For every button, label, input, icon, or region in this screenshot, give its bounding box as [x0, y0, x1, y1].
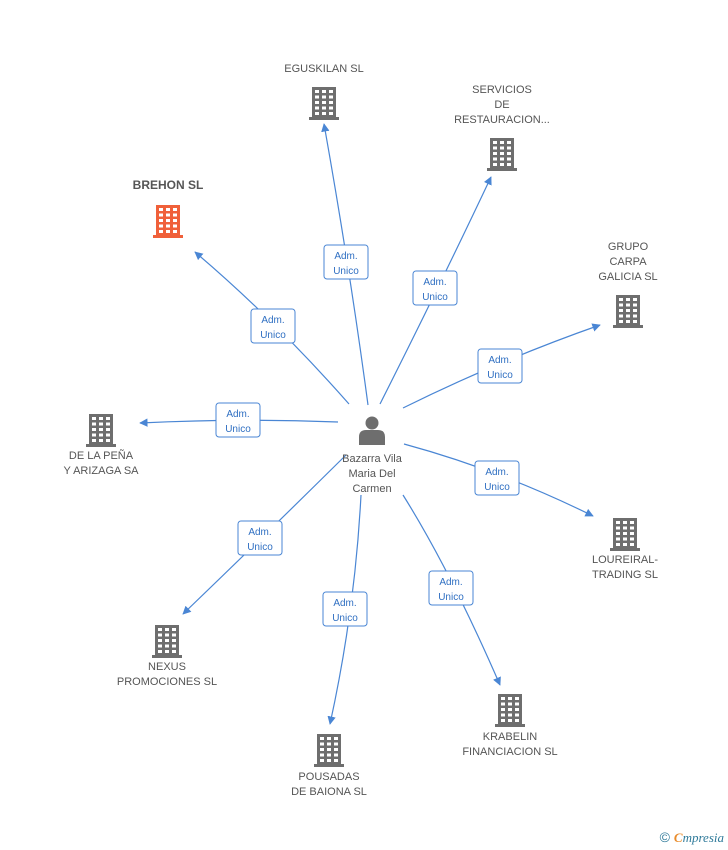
brand-rest: mpresia: [682, 830, 724, 845]
company-label: DE: [494, 99, 509, 111]
company-label: GALICIA SL: [598, 271, 657, 283]
relation-text: Adm.: [488, 355, 511, 366]
company-node-nexus[interactable]: NEXUS PROMOCIONES SL: [117, 625, 217, 688]
person-icon: [359, 416, 385, 445]
company-node-eguskilan[interactable]: EGUSKILAN SL: [284, 63, 364, 120]
relation-text: Adm.: [439, 577, 462, 588]
company-label: DE LA PEÑA: [69, 449, 134, 462]
company-label: Y ARIZAGA SA: [64, 465, 140, 477]
company-node-loureiral[interactable]: LOUREIRAL- TRADING SL: [592, 518, 658, 581]
relation-label-brehon[interactable]: Adm. Unico: [250, 308, 296, 344]
relation-text: Unico: [484, 482, 510, 493]
relation-box: [322, 591, 368, 627]
company-label: GRUPO: [608, 241, 649, 253]
relation-box: [323, 244, 369, 280]
building-icon: [613, 295, 643, 328]
relation-text: Unico: [260, 330, 286, 341]
relation-text: Adm.: [248, 527, 271, 538]
building-icon: [152, 625, 182, 658]
relation-text: Adm.: [423, 277, 446, 288]
relation-label-servicios[interactable]: Adm. Unico: [412, 270, 458, 306]
copyright-symbol: ©: [659, 829, 670, 845]
relation-text: Adm.: [334, 251, 357, 262]
company-node-de-la-pena[interactable]: DE LA PEÑA Y ARIZAGA SA: [64, 414, 140, 477]
relation-box: [250, 308, 296, 344]
company-label: KRABELIN: [483, 731, 537, 743]
relation-label-de-la-pena[interactable]: Adm. Unico: [215, 402, 261, 438]
relation-label-grupo-carpa[interactable]: Adm. Unico: [477, 348, 523, 384]
relation-label-krabelin[interactable]: Adm. Unico: [428, 570, 474, 606]
company-node-grupo-carpa[interactable]: GRUPO CARPA GALICIA SL: [598, 241, 658, 328]
company-label: NEXUS: [148, 661, 186, 673]
company-node-pousadas[interactable]: POUSADAS DE BAIONA SL: [291, 734, 367, 798]
relation-text: Unico: [438, 592, 464, 603]
relation-text: Adm.: [261, 315, 284, 326]
relation-text: Unico: [487, 370, 513, 381]
center-label-line-1: Bazarra Vila: [342, 453, 403, 465]
relation-box: [428, 570, 474, 606]
building-icon: [610, 518, 640, 551]
relation-label-pousadas[interactable]: Adm. Unico: [322, 591, 368, 627]
center-node[interactable]: Bazarra Vila Maria Del Carmen: [342, 416, 403, 496]
company-node-krabelin[interactable]: KRABELIN FINANCIACION SL: [462, 694, 558, 758]
relation-text: Unico: [333, 266, 359, 277]
company-node-brehon[interactable]: BREHON SL: [133, 178, 204, 238]
relation-text: Unico: [225, 424, 251, 435]
brand-initial: C: [673, 830, 683, 845]
relation-box: [474, 460, 520, 496]
building-icon: [153, 205, 183, 238]
company-label: PROMOCIONES SL: [117, 676, 217, 688]
company-label: LOUREIRAL-: [592, 554, 658, 566]
company-label: CARPA: [609, 256, 647, 268]
relation-label-eguskilan[interactable]: Adm. Unico: [323, 244, 369, 280]
relation-box: [412, 270, 458, 306]
relation-text: Adm.: [333, 598, 356, 609]
company-label: DE BAIONA SL: [291, 786, 367, 798]
building-icon: [487, 138, 517, 171]
relation-box: [477, 348, 523, 384]
relation-box: [215, 402, 261, 438]
company-label: TRADING SL: [592, 569, 658, 581]
relation-label-nexus[interactable]: Adm. Unico: [237, 520, 283, 556]
company-label: POUSADAS: [298, 771, 359, 783]
building-icon: [86, 414, 116, 447]
company-label: EGUSKILAN SL: [284, 63, 363, 75]
company-node-servicios[interactable]: SERVICIOS DE RESTAURACION...: [454, 84, 550, 171]
center-label-line-3: Carmen: [352, 483, 391, 495]
relation-text: Adm.: [485, 467, 508, 478]
relation-text: Unico: [422, 292, 448, 303]
center-label-line-2: Maria Del: [348, 468, 395, 480]
relation-text: Unico: [332, 613, 358, 624]
empresia-watermark: ©Cmpresia: [660, 829, 724, 846]
company-label: FINANCIACION SL: [462, 746, 557, 758]
building-icon: [495, 694, 525, 727]
relation-text: Unico: [247, 542, 273, 553]
nodes-layer: EGUSKILAN SL SERVICIOS DE RESTAURACION... BR…: [64, 63, 659, 798]
relation-box: [237, 520, 283, 556]
company-label: SERVICIOS: [472, 84, 532, 96]
edges-layer: Adm.UnicoAdm.UnicoAdm.UnicoAdm.UnicoAdm.…: [139, 123, 601, 725]
building-icon: [309, 87, 339, 120]
company-label: RESTAURACION...: [454, 114, 550, 126]
relation-text: Adm.: [226, 409, 249, 420]
building-icon: [314, 734, 344, 767]
relation-label-loureiral[interactable]: Adm. Unico: [474, 460, 520, 496]
company-label: BREHON SL: [133, 178, 204, 192]
